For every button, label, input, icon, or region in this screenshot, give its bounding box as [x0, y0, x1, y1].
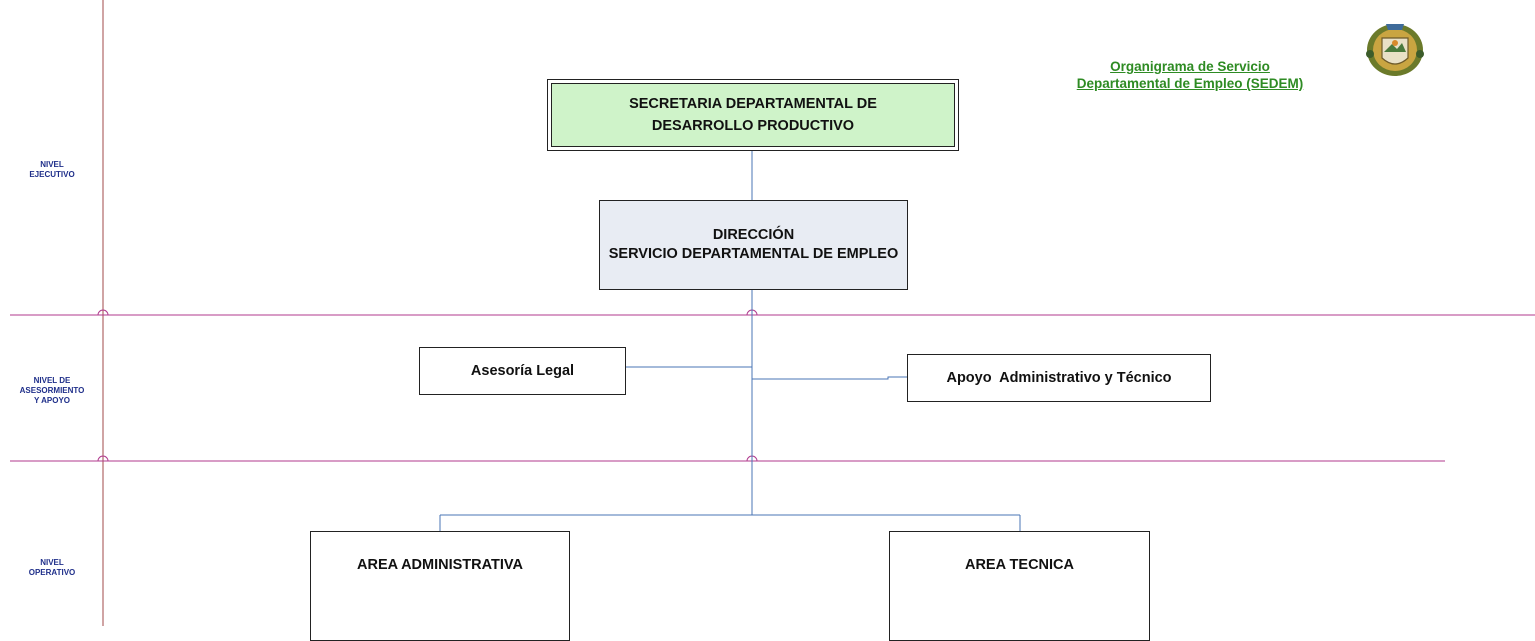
box-area-administrativa: AREA ADMINISTRATIVA [310, 531, 570, 641]
title-line-2: Departamental de Empleo (SEDEM) [1076, 76, 1304, 91]
level-label-asesoramiento: NIVEL DE ASESORMIENTO Y APOYO [19, 376, 85, 405]
box-asesoria-legal: Asesoría Legal [419, 347, 626, 395]
org-chart-canvas [10, 0, 1535, 626]
box-direccion: DIRECCIÓN SERVICIO DEPARTAMENTAL DE EMPL… [599, 200, 908, 290]
divider-bump [97, 455, 109, 462]
connector-apoyo [752, 376, 907, 380]
box-secretaria: SECRETARIA DEPARTAMENTAL DE DESARROLLO P… [551, 83, 955, 147]
box-apoyo: Apoyo Administrativo y Técnico [907, 354, 1211, 402]
title-line-1: Organigrama de Servicio [1110, 59, 1270, 74]
level-label-operativo: NIVEL OPERATIVO [28, 558, 76, 577]
coat-of-arms-icon [1366, 24, 1424, 76]
box-area-tecnica: AREA TECNICA [889, 531, 1150, 641]
level-label-ejecutivo: NIVEL EJECUTIVO [29, 160, 75, 179]
divider-bump [97, 309, 109, 316]
box-secretaria-frame: SECRETARIA DEPARTAMENTAL DE DESARROLLO P… [547, 79, 959, 151]
chart-title: Organigrama de Servicio Departamental de… [1030, 58, 1350, 92]
